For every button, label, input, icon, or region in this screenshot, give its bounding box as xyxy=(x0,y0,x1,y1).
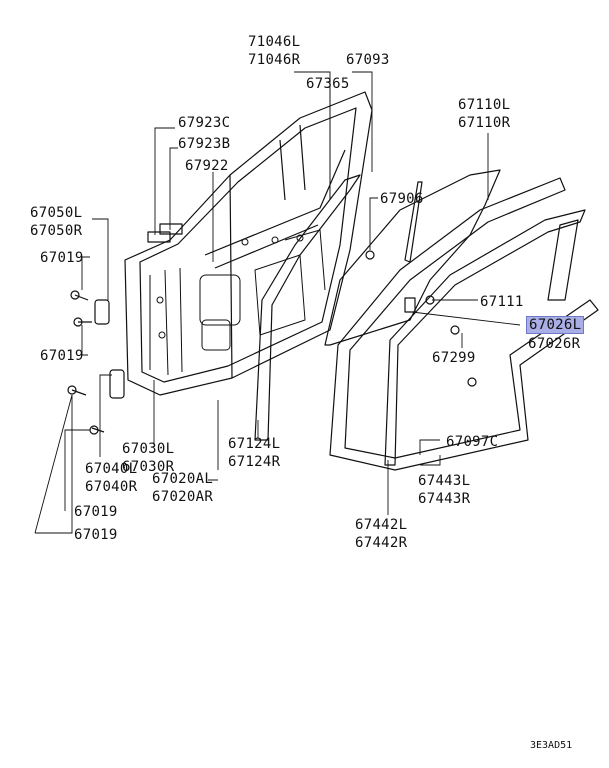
label-67050-r: 67050R xyxy=(30,223,83,239)
label-67020-al: 67020AL xyxy=(152,471,214,487)
label-67093: 67093 xyxy=(346,52,390,68)
label-67019-b: 67019 xyxy=(40,348,84,364)
label-67443-l: 67443L xyxy=(418,473,471,489)
label-67050-l: 67050L xyxy=(30,205,83,221)
door-inner-panel xyxy=(149,229,326,376)
glass-run-frame xyxy=(329,177,599,471)
label-67030-r: 67030R xyxy=(122,459,175,475)
label-67124-r: 67124R xyxy=(228,454,281,470)
label-67442-l: 67442L xyxy=(355,517,408,533)
label-67299: 67299 xyxy=(432,350,476,366)
leader-lines xyxy=(34,71,521,534)
door-glass xyxy=(324,169,501,346)
weatherstrip xyxy=(384,209,586,466)
label-67922: 67922 xyxy=(185,158,229,174)
guide-channel xyxy=(254,174,423,441)
label-67442-r: 67442R xyxy=(355,535,408,551)
diagram-code: 3E3AD51 xyxy=(530,740,573,751)
label-67124-l: 67124L xyxy=(228,436,281,452)
label-67923c: 67923C xyxy=(178,115,231,131)
label-67443-r: 67443R xyxy=(418,491,471,507)
label-71046-r: 71046R xyxy=(248,52,301,68)
fasteners xyxy=(365,250,477,387)
label-71046-l: 71046L xyxy=(248,34,301,50)
label-67019-d: 67019 xyxy=(74,527,118,543)
label-67019-c: 67019 xyxy=(74,504,118,520)
label-67026-r: 67026R xyxy=(528,336,581,352)
label-67030-l: 67030L xyxy=(122,441,175,457)
label-67020-ar: 67020AR xyxy=(152,489,214,505)
door-sash xyxy=(124,91,373,396)
label-67040-r: 67040R xyxy=(85,479,138,495)
label-67040-l: 67040L xyxy=(85,461,138,477)
label-67110-l: 67110L xyxy=(458,97,511,113)
label-67923b: 67923B xyxy=(178,136,231,152)
label-67365: 67365 xyxy=(306,76,350,92)
label-67026-l-highlighted[interactable]: 67026L xyxy=(526,316,585,334)
label-67097c: 67097C xyxy=(446,434,499,450)
hinge-parts xyxy=(67,223,183,435)
label-67111: 67111 xyxy=(480,294,524,310)
label-67110-r: 67110R xyxy=(458,115,511,131)
label-67906: 67906 xyxy=(380,191,424,207)
label-67019-a: 67019 xyxy=(40,250,84,266)
